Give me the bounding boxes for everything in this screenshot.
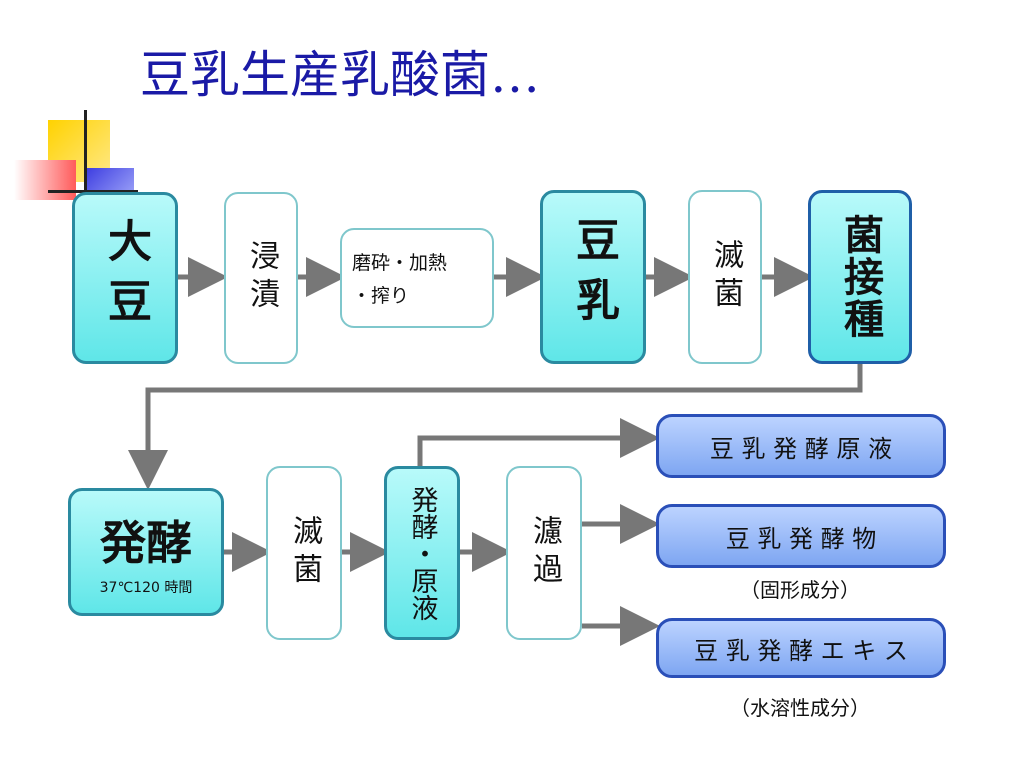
decor-vertical-line — [84, 110, 87, 218]
output-raw-liquid-label: 豆 乳 発 酵 原 液 — [709, 434, 893, 463]
step-raw-liquid: 発酵・原液 — [384, 466, 460, 640]
step-grind-line2: ・搾り — [352, 285, 410, 307]
step-sterilize-1-label: 滅菌 — [708, 239, 743, 315]
step-ferment: 発酵 37℃120 時間 — [68, 488, 224, 616]
output-product-label: 豆 乳 発 酵 物 — [725, 524, 877, 553]
step-inoculate: 菌接種 — [808, 190, 912, 364]
step-sterilize-2-label: 滅菌 — [287, 515, 322, 591]
decor-horizontal-line — [48, 190, 138, 193]
step-sterilize-2: 滅菌 — [266, 466, 342, 640]
step-inoculate-label: 菌接種 — [837, 214, 883, 340]
step-grind-line1: 磨砕・加熱 — [352, 252, 448, 274]
slide-title: 豆乳生産乳酸菌… — [140, 46, 540, 104]
arrow-raw-to-raw-output — [417, 418, 660, 466]
output-extract-note: （水溶性成分） — [730, 696, 870, 720]
step-filter-label: 濾過 — [527, 515, 562, 591]
output-raw-liquid: 豆 乳 発 酵 原 液 — [656, 414, 946, 478]
step-soybean-label: 大豆 — [100, 218, 151, 338]
output-product: 豆 乳 発 酵 物 — [656, 504, 946, 568]
step-ferment-label: 発酵 — [100, 516, 192, 570]
step-filter: 濾過 — [506, 466, 582, 640]
step-soymilk: 豆乳 — [540, 190, 646, 364]
output-product-note: （固形成分） — [740, 578, 860, 602]
step-soymilk-label: 豆乳 — [568, 217, 619, 337]
step-ferment-condition: 37℃120 時間 — [99, 580, 193, 596]
step-raw-liquid-label: 発酵・原液 — [406, 485, 438, 621]
step-soak-label: 浸漬 — [244, 240, 279, 316]
step-sterilize-1: 滅菌 — [688, 190, 762, 364]
output-extract-label: 豆 乳 発 酵 エ キ ス — [694, 636, 908, 665]
arrow-inoculate-ferment — [128, 364, 863, 490]
step-soybean: 大豆 — [72, 192, 178, 364]
output-extract: 豆 乳 発 酵 エ キ ス — [656, 618, 946, 678]
decor-red-square — [14, 160, 76, 200]
step-grind: 磨砕・加熱 ・搾り — [340, 228, 494, 328]
step-soak: 浸漬 — [224, 192, 298, 364]
